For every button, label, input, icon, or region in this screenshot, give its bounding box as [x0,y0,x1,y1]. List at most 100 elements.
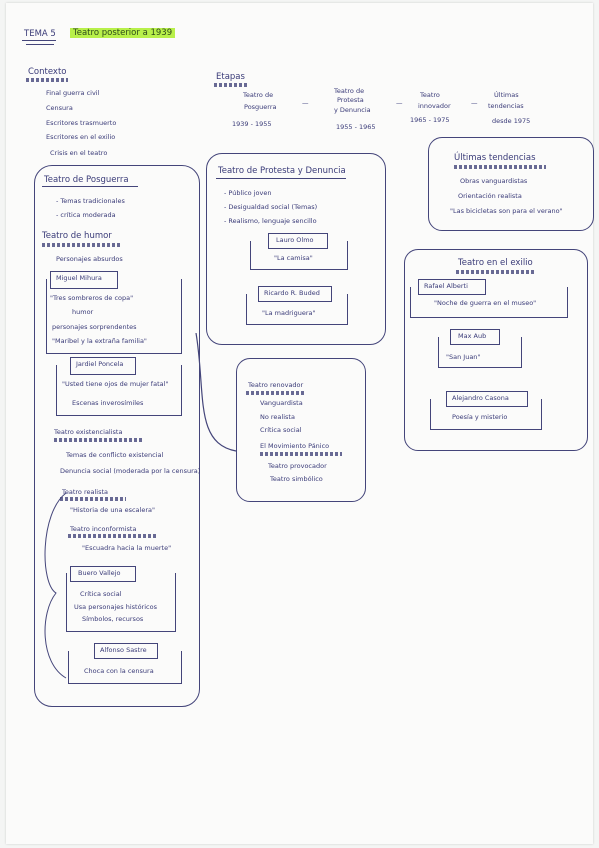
aub-work: "San Juan" [446,353,481,361]
posguerra-underline [42,186,138,187]
poncela-author: Jardiel Poncela [76,360,124,368]
ultimas-item: "Las bicicletas son para el verano" [450,207,563,215]
etapa-name: Teatro de [334,87,365,95]
vallejo-item: Usa personajes históricos [74,603,157,611]
author-bracket [430,399,542,430]
olmo-work: "La camisa" [274,254,313,262]
inconformista-heading: Teatro inconformista [70,525,137,533]
notebook-page: TEMA 5 Teatro posterior a 1939 Contexto … [6,3,594,844]
vallejo-author: Buero Vallejo [78,569,121,577]
etapa-separator: — [471,99,478,107]
etapas-underline [214,83,248,87]
alberti-work: "Noche de guerra en el museo" [434,299,537,307]
etapa-name: Teatro de [243,91,274,99]
casona-author: Alejandro Casona [452,394,509,402]
panico-underline [260,452,342,456]
innovador-heading: Teatro renovador [248,381,304,389]
exilio-heading: Teatro en el exilio [458,258,533,268]
protesta-box [206,153,386,345]
contexto-heading: Contexto [28,67,67,77]
innovador-underline [246,391,306,395]
ultimas-underline [454,165,546,169]
etapa-dates: 1965 - 1975 [410,116,450,124]
author-bracket [410,287,568,318]
realista-heading: Teatro realista [62,488,109,496]
etapa-dates: desde 1975 [492,117,531,125]
author-frame [70,566,136,582]
contexto-item: Escritores en el exilio [46,133,116,141]
innovador-box [236,358,366,502]
author-frame [450,329,500,345]
mihura-note: personajes sorprendentes [52,323,137,331]
vallejo-item: Símbolos, recursos [82,615,144,623]
casona-desc: Poesía y misterio [452,413,508,421]
etapa-name: Posguerra [244,103,277,111]
protesta-item: - Desigualdad social (Temas) [224,203,318,211]
gala-author: Ricardo R. Buded [264,289,320,297]
contexto-item: Crisis en el teatro [50,149,108,157]
contexto-item: Censura [46,104,73,112]
author-bracket [56,365,182,416]
sastre-author: Alfonso Sastre [100,646,147,654]
panico-item: Teatro simbólico [270,475,323,483]
left-bracket-curve [44,492,67,679]
olmo-author: Lauro Olmo [276,236,314,244]
protesta-item: - Público joven [224,189,272,197]
panico-item: Teatro provocador [268,462,327,470]
protesta-heading: Teatro de Protesta y Denuncia [218,166,346,176]
mihura-work: "Tres sombreros de copa" [50,294,134,302]
ultimas-box [428,137,594,231]
author-frame [70,357,136,375]
innovador-item: Crítica social [260,426,302,434]
author-frame [94,643,158,659]
tema-underline [22,40,56,41]
author-frame [50,271,118,289]
aub-author: Max Aub [458,332,487,340]
page-title: Teatro posterior a 1939 [70,28,176,38]
posguerra-item: - crítica moderada [56,211,116,219]
posguerra-box [34,165,200,707]
author-bracket [246,294,348,325]
tema-underline-2 [26,44,54,45]
contexto-item: Escritores trasmuerto [46,119,117,127]
contexto-underline [26,78,68,82]
etapa-name: Últimas [494,91,519,99]
realista-work: "Historia de una escalera" [70,506,155,514]
humor-desc: Personajes absurdos [56,255,123,263]
exilio-underline [456,270,536,274]
etapa-name: tendencias [488,102,524,110]
mihura-work2: "Maribel y la extraña familia" [52,337,147,345]
tema-label: TEMA 5 [24,29,56,39]
author-frame [418,279,486,295]
innovador-item: Vanguardista [260,399,303,407]
etapa-name: Protesta [337,96,364,104]
existencial-heading: Teatro existencialista [54,428,123,436]
author-frame [258,286,332,302]
existencial-item: Denuncia social (moderada por la censura… [60,467,201,475]
inconformista-underline [68,534,156,538]
author-frame [446,391,528,407]
posguerra-item: - Temas tradicionales [56,197,125,205]
ultimas-item: Orientación realista [458,192,522,200]
ultimas-item: Obras vanguardistas [460,177,528,185]
author-bracket [438,337,522,368]
etapa-name: innovador [418,102,451,110]
vallejo-item: Crítica social [80,590,122,598]
humor-heading: Teatro de humor [42,231,112,241]
humor-underline [42,243,120,247]
mihura-author: Miguel Mihura [56,274,102,282]
existencial-underline [54,438,144,442]
etapa-dates: 1955 - 1965 [336,123,376,131]
etapa-name: y Denuncia [334,106,371,114]
ultimas-heading: Últimas tendencias [454,153,536,163]
inconformista-work: "Escuadra hacia la muerte" [82,544,172,552]
poncela-work: "Usted tiene ojos de mujer fatal" [62,380,169,388]
etapas-heading: Etapas [216,72,245,82]
sastre-desc: Choca con la censura [84,667,154,675]
etapa-name: Teatro [420,91,440,99]
mihura-humor: humor [72,308,94,316]
contexto-item: Final guerra civil [46,89,100,97]
panico-heading: El Movimiento Pánico [260,442,330,450]
realista-underline [60,497,126,501]
etapa-separator: — [302,99,309,107]
